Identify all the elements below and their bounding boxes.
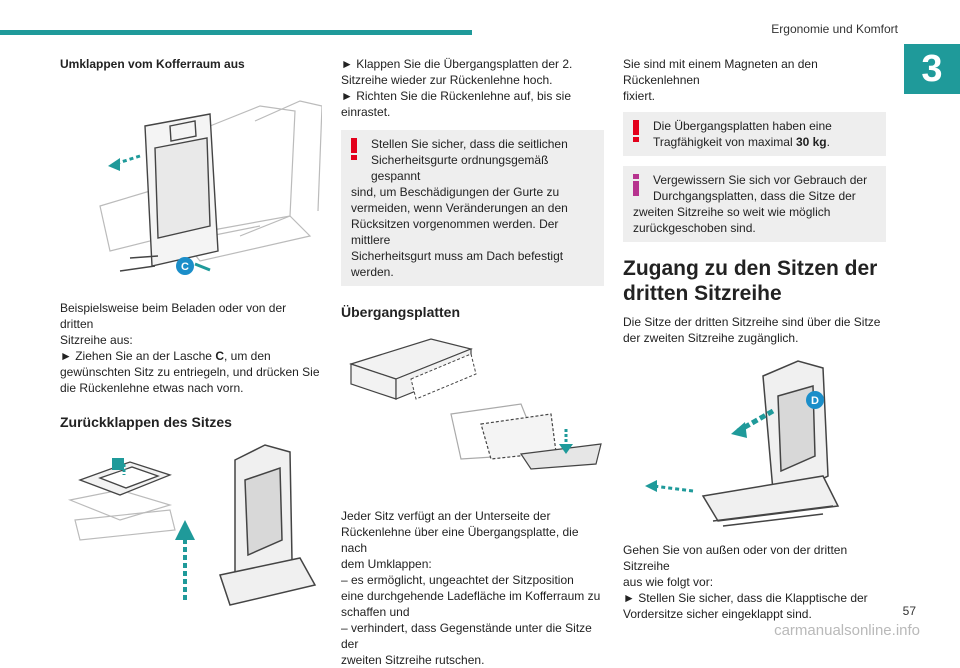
section-heading-transition-plates: Übergangsplatten (341, 304, 461, 320)
text-line: fixiert. (623, 89, 656, 103)
section-heading-fold-back: Zurückklappen des Sitzes (60, 414, 232, 430)
text-line: vermeiden, wenn Veränderungen an den (351, 201, 568, 215)
text-line: – verhindert, dass Gegenstände unter die… (341, 621, 592, 651)
third-row-access-illustration: D (623, 356, 886, 528)
section-heading-third-row-access: Zugang zu den Sitzen der dritten Sitzrei… (623, 256, 886, 306)
warning-box-load-capacity: Die Übergangsplatten haben eine Tragfähi… (623, 112, 886, 156)
text-line: Durchgangsplatten, dass die Sitze der (653, 189, 856, 203)
step-line: ► Richten Sie die Rückenlehne auf, bis s… (341, 89, 572, 103)
text-line: die Rückenlehne etwas nach vorn. (60, 381, 244, 395)
text-line: Vergewissern Sie sich vor Gebrauch der (653, 173, 868, 187)
heading-line: dritten Sitzreihe (623, 282, 782, 305)
text-line: sind, um Beschädigungen der Gurte zu (351, 185, 560, 199)
text-line: Stellen Sie sicher, dass die seitlichen (371, 137, 568, 151)
warning-box-seatbelts: Stellen Sie sicher, dass die seitlichen … (341, 130, 604, 286)
warning-icon (633, 120, 639, 142)
text-line: Rücksitzen vorgenommen werden. Der mittl… (351, 217, 559, 247)
text-line: Die Übergangsplatten haben eine (653, 119, 832, 133)
seat-fold-back-illustration (60, 440, 322, 620)
text-line: Sitzreihe aus: (60, 333, 133, 347)
text-line: Vordersitze sicher eingeklappt sind. (623, 607, 812, 621)
transition-plate-paragraph: Jeder Sitz verfügt an der Unterseite der… (341, 508, 604, 668)
text-line: zweiten Sitzreihe rutschen. (341, 653, 485, 667)
text-line: dem Umklappen: (341, 557, 432, 571)
intro-paragraph: Beispielsweise beim Beladen oder von der… (60, 300, 322, 396)
text-line: schaffen und (341, 605, 410, 619)
warning-icon (351, 138, 357, 160)
text-line: eine durchgehende Ladefläche im Kofferra… (341, 589, 601, 603)
text-line: Beispielsweise beim Beladen oder von der… (60, 301, 287, 331)
third-row-paragraph: Die Sitze der dritten Sitzreihe sind übe… (623, 314, 886, 346)
step-line: Sitzreihe wieder zur Rückenlehne hoch. (341, 73, 553, 87)
step-line: einrastet. (341, 105, 391, 119)
text-line: gewünschten Sitz zu entriegeln, und drüc… (60, 365, 320, 379)
text-line: Sicherheitsgurte ordnungsgemäß gespannt (371, 153, 549, 183)
transition-plate-illustration (341, 334, 604, 496)
callout-c: C (181, 261, 189, 273)
step-pull-tab: ► Ziehen Sie an der Lasche C, um den (60, 349, 271, 363)
text-line: zweiten Sitzreihe so weit wie möglich (633, 205, 831, 219)
page-number: 57 (902, 604, 916, 618)
third-row-steps: Gehen Sie von außen oder von der dritten… (623, 542, 886, 622)
step-line: ► Klappen Sie die Übergangsplatten der 2… (341, 57, 573, 71)
text-line: – es ermöglicht, ungeachtet der Sitzposi… (341, 573, 574, 587)
info-box-seat-position: Vergewissern Sie sich vor Gebrauch der D… (623, 166, 886, 242)
text-line: der zweiten Sitzreihe zugänglich. (623, 331, 799, 345)
column-2: ► Klappen Sie die Übergangsplatten der 2… (341, 56, 604, 668)
column-1: Umklappen vom Kofferraum aus C Bei (60, 56, 322, 620)
chapter-tab: 3 (904, 44, 960, 94)
seat-fold-illustration: C (60, 86, 322, 282)
column-3: Sie sind mit einem Magneten an den Rücke… (623, 56, 886, 622)
text-line: Jeder Sitz verfügt an der Unterseite der (341, 509, 551, 523)
info-icon (633, 174, 639, 196)
text-line: aus wie folgt vor: (623, 575, 714, 589)
callout-d: D (811, 395, 819, 407)
watermark: carmanualsonline.info (774, 622, 920, 639)
heading-line: Zugang zu den Sitzen der (623, 257, 878, 280)
header-accent-bar (0, 30, 472, 35)
text-line: Sicherheitsgurt muss am Dach befestigt w… (351, 249, 564, 279)
text-line: Sie sind mit einem Magneten an den Rücke… (623, 57, 818, 87)
text-line: Tragfähigkeit von maximal 30 kg. (653, 135, 830, 149)
text-line: ► Stellen Sie sicher, dass die Klapptisc… (623, 591, 868, 605)
section-heading-fold-from-boot: Umklappen vom Kofferraum aus (60, 57, 245, 71)
text-line: Gehen Sie von außen oder von der dritten… (623, 543, 848, 573)
text-line: Die Sitze der dritten Sitzreihe sind übe… (623, 315, 881, 329)
text-line: Rückenlehne über eine Übergangsplatte, d… (341, 525, 579, 555)
page-header-title: Ergonomie und Komfort (771, 22, 898, 36)
text-line: zurückgeschoben sind. (633, 221, 756, 235)
